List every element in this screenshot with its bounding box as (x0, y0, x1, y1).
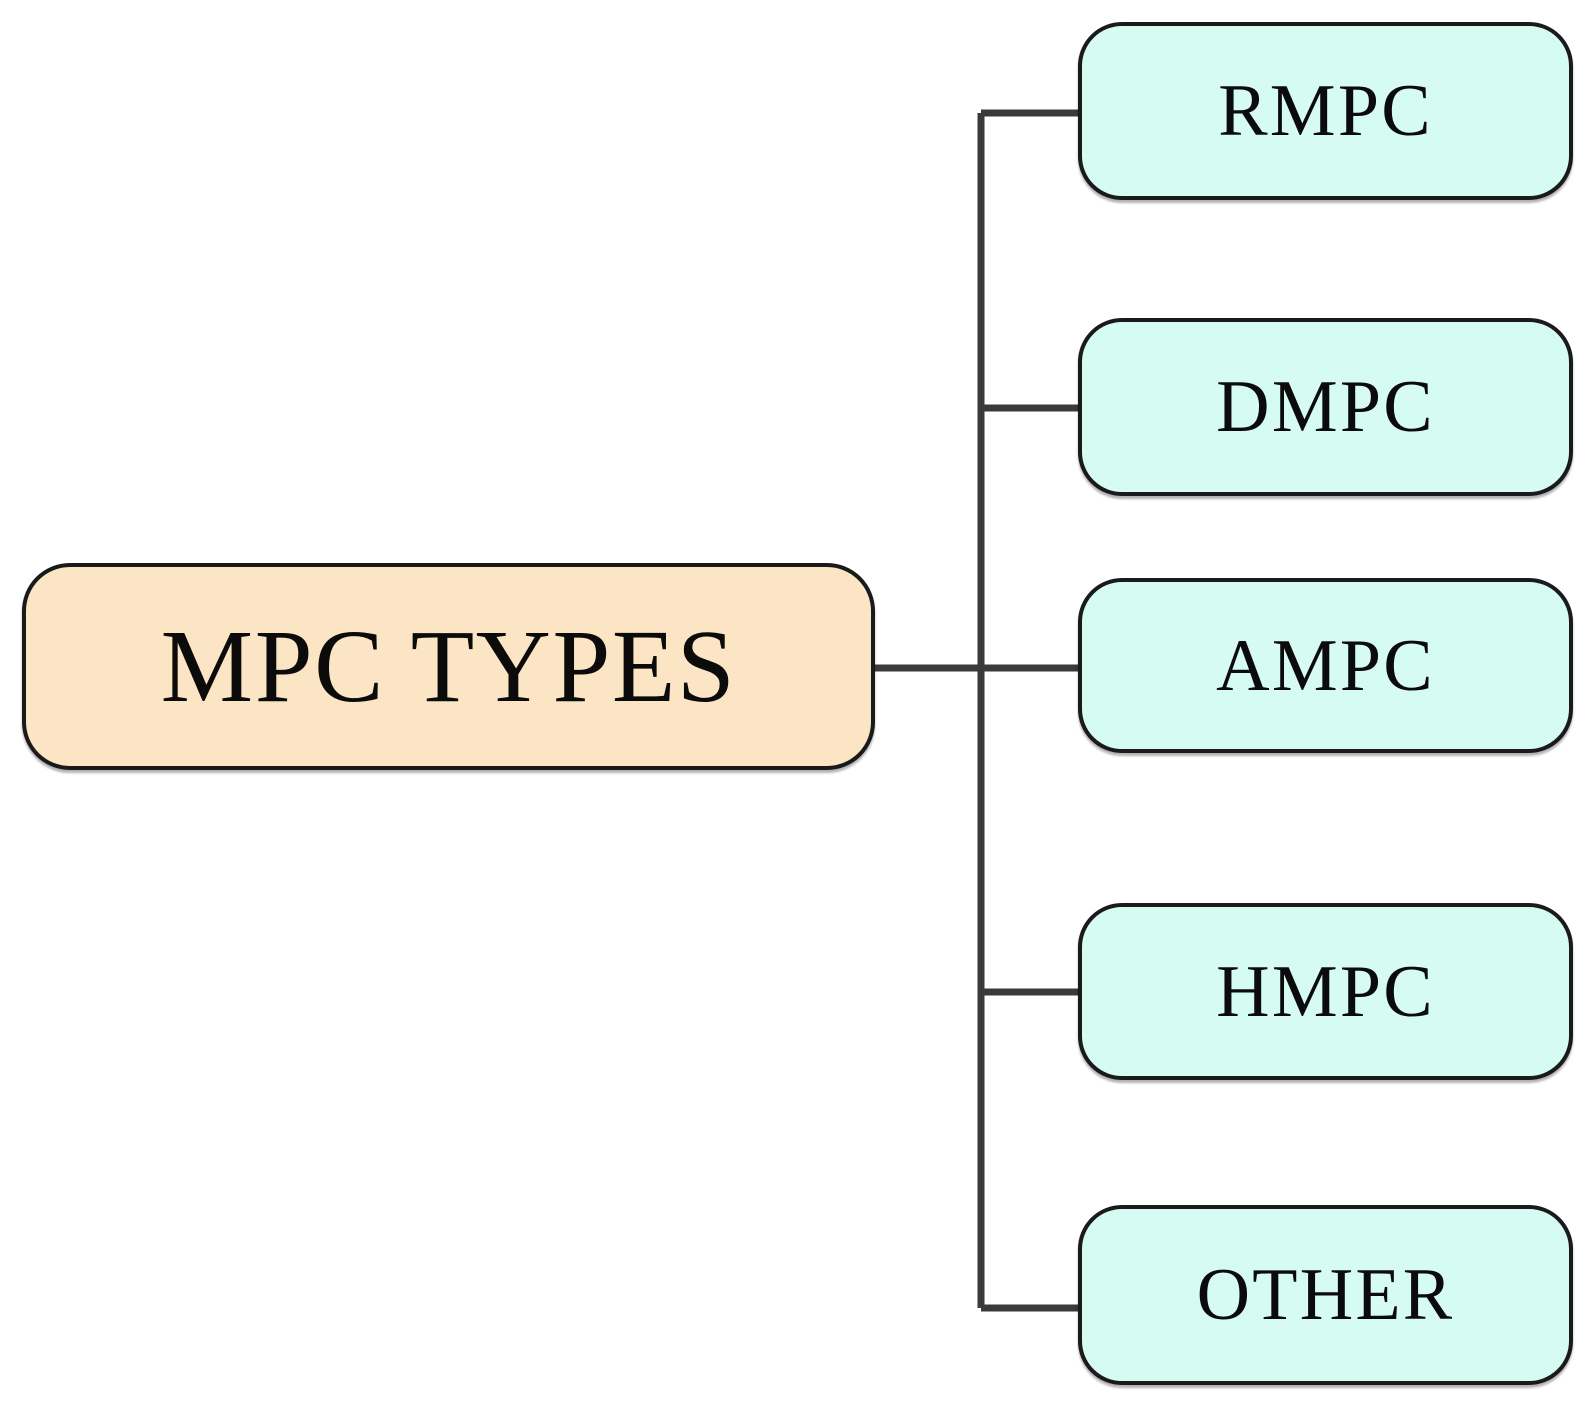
node-rmpc-label: RMPC (1218, 70, 1433, 152)
node-rmpc[interactable]: RMPC (1078, 22, 1573, 200)
node-hmpc-label: HMPC (1216, 950, 1435, 1033)
node-other[interactable]: OTHER (1078, 1205, 1573, 1385)
node-hmpc[interactable]: HMPC (1078, 903, 1573, 1080)
node-ampc[interactable]: AMPC (1078, 578, 1573, 753)
node-dmpc[interactable]: DMPC (1078, 318, 1573, 496)
node-dmpc-label: DMPC (1216, 366, 1435, 448)
node-root-label: MPC TYPES (160, 608, 737, 724)
node-mpc-types-root[interactable]: MPC TYPES (22, 563, 875, 770)
node-other-label: OTHER (1196, 1254, 1455, 1336)
node-ampc-label: AMPC (1216, 624, 1435, 707)
